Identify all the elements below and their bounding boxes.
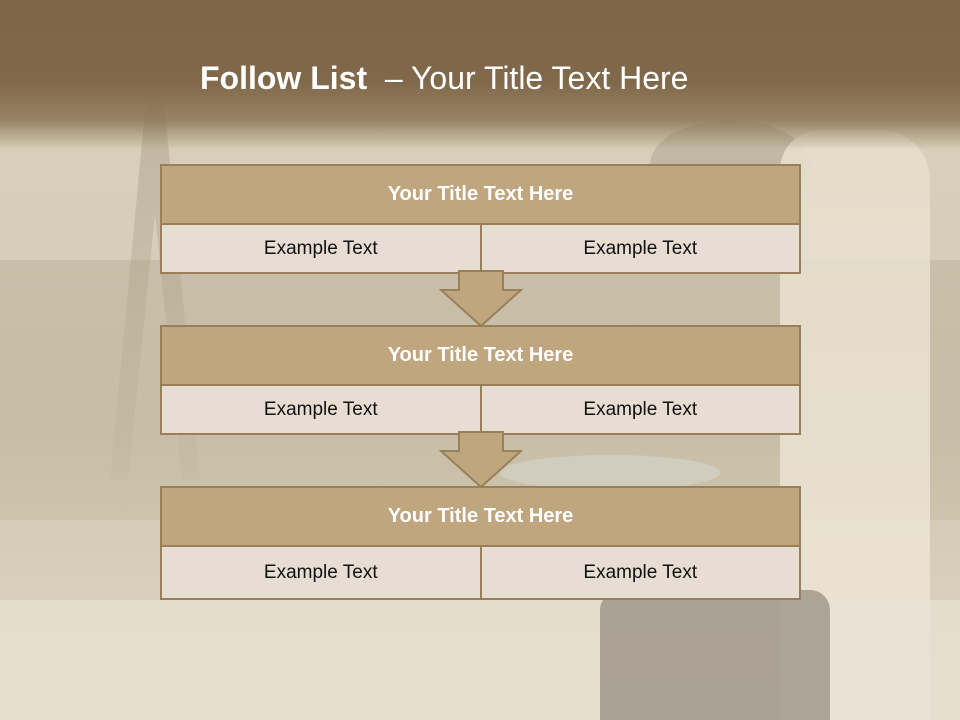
slide-title-bold: Follow List	[200, 60, 368, 96]
step-cell-left: Example Text	[263, 561, 378, 583]
fountain-pond	[500, 455, 720, 490]
step-block-1: Your Title Text Here Example Text Exampl…	[160, 164, 801, 274]
handbag	[600, 590, 830, 720]
step-cell-left: Example Text	[263, 237, 378, 259]
step-cell-left: Example Text	[263, 398, 378, 420]
step-row: Example Text Example Text	[162, 225, 799, 272]
step-row: Example Text Example Text	[162, 547, 799, 598]
down-arrow-icon	[439, 431, 523, 489]
slide-title: Follow List – Your Title Text Here	[200, 56, 688, 100]
step-title: Your Title Text Here	[162, 166, 799, 225]
step-cell-right: Example Text	[479, 547, 800, 598]
step-title: Your Title Text Here	[162, 327, 799, 386]
step-block-2: Your Title Text Here Example Text Exampl…	[160, 325, 801, 435]
title-bar	[0, 0, 960, 150]
down-arrow-icon	[439, 270, 523, 328]
step-block-3: Your Title Text Here Example Text Exampl…	[160, 486, 801, 600]
slide-title-rest: – Your Title Text Here	[367, 60, 689, 96]
step-title: Your Title Text Here	[162, 488, 799, 547]
step-cell-right: Example Text	[479, 386, 800, 433]
step-row: Example Text Example Text	[162, 386, 799, 433]
step-cell-right: Example Text	[479, 225, 800, 272]
